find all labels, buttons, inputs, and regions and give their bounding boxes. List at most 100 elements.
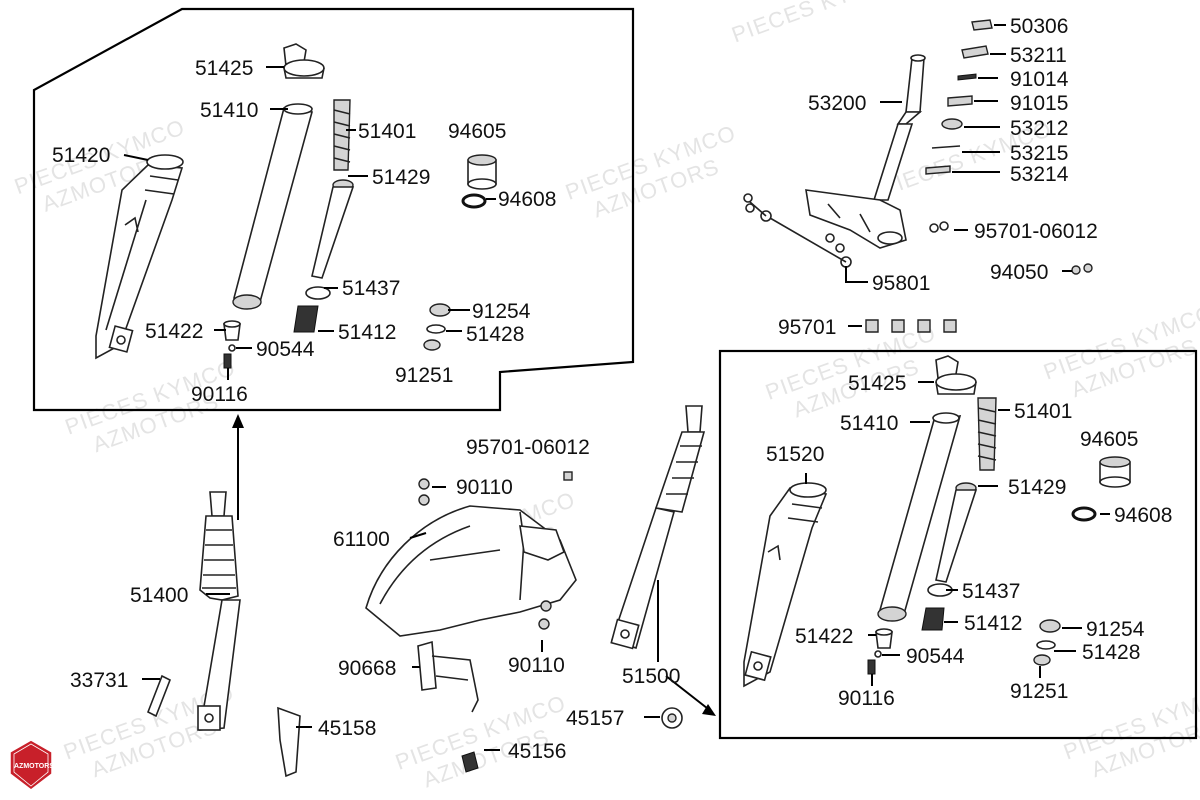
label-91254-right: 91254 xyxy=(1086,618,1145,641)
label-90110-bottom: 90110 xyxy=(508,654,565,677)
label-51400: 51400 xyxy=(130,584,188,607)
damper-rod-left-drawing xyxy=(311,179,355,279)
label-51410-right: 51410 xyxy=(840,412,898,435)
washer-90544-left-drawing xyxy=(228,344,236,352)
screws-90110-drawing xyxy=(418,471,573,630)
label-51401-left: 51401 xyxy=(358,120,416,143)
label-45156: 45156 xyxy=(508,740,566,763)
label-51422-right: 51422 xyxy=(795,625,853,648)
label-51425-right: 51425 xyxy=(848,372,906,395)
label-95801: 95801 xyxy=(872,272,930,295)
label-50306: 50306 xyxy=(1010,15,1068,38)
grommet-45157-drawing xyxy=(661,707,683,729)
snap-ring-right-drawing xyxy=(1071,506,1097,522)
fork-cap-right-drawing xyxy=(935,355,977,395)
label-53215: 53215 xyxy=(1010,142,1068,165)
rebound-spring-left-drawing xyxy=(293,305,319,333)
bushing-left-drawing xyxy=(223,320,241,341)
label-51412-right: 51412 xyxy=(964,612,1022,635)
fork-inner-tube-right-drawing xyxy=(877,412,962,622)
label-94608-left: 94608 xyxy=(498,188,556,211)
left-fork-detail-frame xyxy=(32,7,635,412)
part-labels: 51425 51410 51401 51420 94605 51429 9460… xyxy=(52,15,1172,763)
label-95701-06012-center: 95701-06012 xyxy=(466,436,590,459)
fork-assembly-51400-drawing xyxy=(197,491,241,731)
label-53200: 53200 xyxy=(808,92,866,115)
label-61100: 61100 xyxy=(333,528,390,551)
label-51428-left: 51428 xyxy=(466,323,524,346)
label-51500: 51500 xyxy=(622,665,680,688)
label-91251-right: 91251 xyxy=(1010,680,1068,703)
seal-stack-left-drawing xyxy=(423,303,451,351)
label-94605-left: 94605 xyxy=(448,120,506,143)
bracket-45158-drawing xyxy=(277,706,301,778)
label-51401-right: 51401 xyxy=(1014,400,1072,423)
stem-bolts-drawing xyxy=(743,193,1093,275)
clip-45156-drawing xyxy=(461,751,479,773)
label-90110-top: 90110 xyxy=(456,476,513,499)
steering-stem-drawing xyxy=(805,54,926,249)
azmotors-logo: AZMOTORS xyxy=(9,739,54,791)
label-95701: 95701 xyxy=(778,316,836,339)
label-91254-left: 91254 xyxy=(472,300,531,323)
label-91251-left: 91251 xyxy=(395,364,453,387)
bolt-90116-left-drawing xyxy=(223,353,232,369)
label-90116-left: 90116 xyxy=(191,383,248,406)
label-51420: 51420 xyxy=(52,144,110,167)
label-95701-06012-top: 95701-06012 xyxy=(974,220,1098,243)
oil-seal-left-drawing xyxy=(467,154,497,190)
logo-text: AZMOTORS xyxy=(14,763,54,770)
label-94050: 94050 xyxy=(990,261,1048,284)
fork-cap-left-drawing xyxy=(283,43,325,79)
fork-outer-tube-left-drawing xyxy=(95,154,184,360)
label-91015: 91015 xyxy=(1010,92,1068,115)
rod-ring-left-drawing xyxy=(305,286,331,300)
detail-arrows xyxy=(232,414,716,716)
mount-bolts-95701-drawing xyxy=(865,319,957,333)
label-90668: 90668 xyxy=(338,657,396,680)
label-45157: 45157 xyxy=(566,707,624,730)
damper-rod-right-drawing xyxy=(935,482,978,583)
label-51428-right: 51428 xyxy=(1082,641,1140,664)
label-90544-right: 90544 xyxy=(906,645,965,668)
front-fender-61100-drawing xyxy=(365,505,577,637)
bushing-right-drawing xyxy=(875,628,893,649)
label-51437-left: 51437 xyxy=(342,277,400,300)
rebound-spring-right-drawing xyxy=(921,607,945,631)
label-51429-right: 51429 xyxy=(1008,476,1066,499)
fork-inner-tube-left-drawing xyxy=(232,103,314,310)
watermark-line1: PIECES KYMCO xyxy=(728,0,905,47)
stem-nut-stack-drawing xyxy=(925,19,993,175)
seal-stack-right-drawing xyxy=(1033,619,1061,666)
label-33731: 33731 xyxy=(70,669,128,692)
fork-spring-left-drawing xyxy=(333,99,351,171)
label-90116-right: 90116 xyxy=(838,687,895,710)
label-51425-left: 51425 xyxy=(195,57,253,80)
label-51520: 51520 xyxy=(766,443,824,466)
label-91014: 91014 xyxy=(1010,68,1069,91)
label-53211: 53211 xyxy=(1010,44,1067,67)
oil-seal-right-drawing xyxy=(1099,456,1131,488)
leader-lines xyxy=(123,24,1110,751)
right-fork-detail-frame xyxy=(718,349,1198,740)
bolt-90116-right-drawing xyxy=(867,659,876,675)
label-53212: 53212 xyxy=(1010,117,1068,140)
washer-90544-right-drawing xyxy=(874,650,882,658)
label-90544-left: 90544 xyxy=(256,338,315,361)
label-51410-left: 51410 xyxy=(200,99,258,122)
fork-assembly-51500-drawing xyxy=(610,405,706,650)
label-45158: 45158 xyxy=(318,717,376,740)
snap-ring-left-drawing xyxy=(461,193,487,209)
bracket-90668-drawing xyxy=(417,640,479,713)
label-53214: 53214 xyxy=(1010,163,1069,186)
fork-outer-tube-right-drawing xyxy=(743,482,828,688)
label-51429-left: 51429 xyxy=(372,166,430,189)
label-51412-left: 51412 xyxy=(338,321,396,344)
label-94605-right: 94605 xyxy=(1080,428,1138,451)
reflector-33731-drawing xyxy=(146,674,172,718)
label-51422-left: 51422 xyxy=(145,320,203,343)
label-51437-right: 51437 xyxy=(962,580,1020,603)
label-94608-right: 94608 xyxy=(1114,504,1172,527)
